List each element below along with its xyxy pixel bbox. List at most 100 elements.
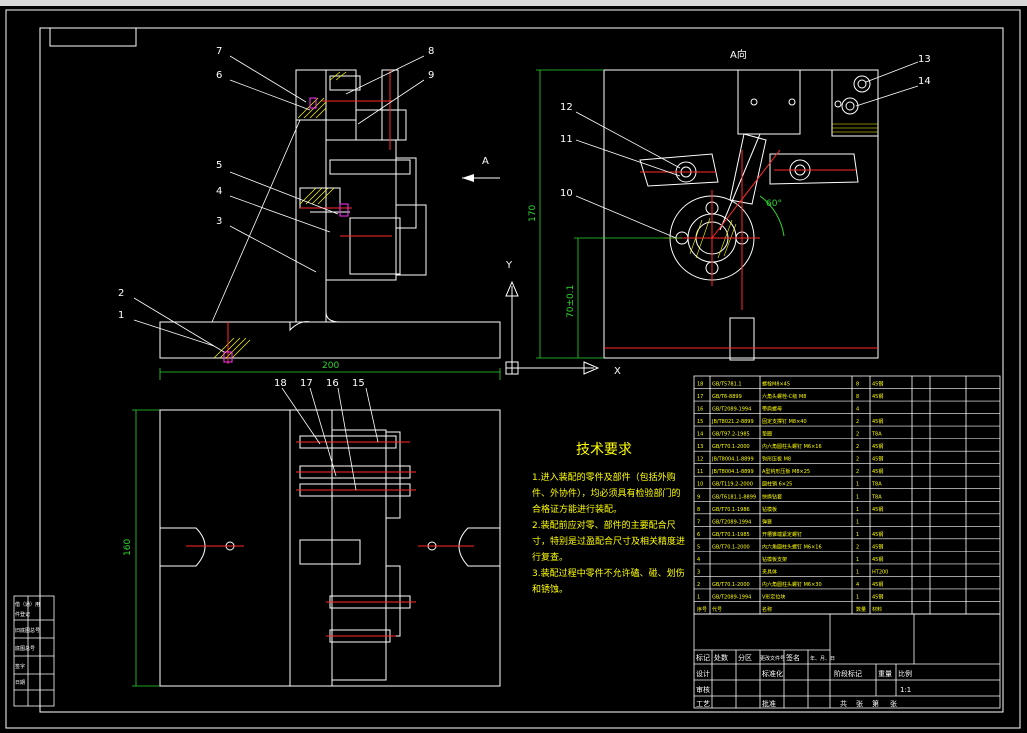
part-number-13: 13: [918, 54, 931, 65]
bom-cell-no: 2: [697, 582, 700, 588]
tb-label-count: 处数: [714, 653, 728, 662]
bom-cell-name: 弹簧: [762, 518, 772, 525]
bom-cell-qty: 数量: [856, 606, 866, 613]
tb-label-sign: 签名: [786, 653, 800, 662]
bom-cell-mat: T8A: [871, 482, 882, 488]
bom-cell-no: 12: [697, 457, 703, 463]
tb-process: 工艺: [696, 700, 710, 708]
bom-cell-name: A型钩形压板 M8×25: [762, 468, 810, 475]
view-a-centerlines: [604, 149, 878, 349]
bom-cell-qty: 4: [856, 407, 859, 413]
part-number-3: 3: [216, 216, 222, 227]
bom-cell-mat: 材料: [872, 606, 882, 613]
part-number-14: 14: [918, 76, 931, 87]
dim-70-text: 70±0.1: [566, 285, 576, 318]
top-view-centerlines: [186, 441, 474, 637]
bom-cell-no: 3: [697, 569, 700, 575]
bom-cell-mat: 45钢: [872, 443, 883, 450]
top-view: [159, 409, 501, 687]
bom-cell-name: 名称: [762, 606, 772, 613]
front-view: [159, 69, 501, 359]
bom-cell-no: 14: [697, 432, 703, 438]
part-number-6: 6: [216, 70, 222, 81]
bom-cell-code: 代号: [712, 606, 722, 613]
axis-label-y: Y: [505, 260, 513, 271]
bom-cell-code: GB/T2089-1994: [712, 594, 751, 600]
bom-cell-no: 10: [697, 482, 703, 488]
tb-label-zone: 分区: [738, 653, 752, 662]
bom-cell-code: GB/T2089-1994: [712, 519, 751, 525]
bom-cell-qty: 1: [856, 594, 859, 600]
bom-cell-no: 8: [697, 507, 700, 513]
bom-cell-code: GB/T70.1-2000: [712, 582, 750, 588]
bom-table: [693, 375, 1001, 615]
title-block-text: 标记 处数 分区 更改文件号 签名 年、月、日 设计 标准化 阶段标记 重量 比…: [696, 653, 912, 708]
front-view-leaders: [133, 55, 425, 353]
bom-cell-qty: 2: [856, 457, 859, 463]
tech-line: 件、外协件），均必须具有检验部门的: [532, 487, 681, 499]
tb-label-mark: 标记: [696, 653, 710, 662]
tech-line: 寸，特别是过盈配合尺寸及相关精度进: [532, 535, 685, 547]
bom-cell-code: GB/T119.2-2000: [712, 482, 753, 488]
front-view-centerlines: [227, 70, 392, 364]
top-view-leaders: [281, 387, 379, 491]
bom-cell-mat: 45钢: [872, 456, 883, 463]
tb-label-date: 年、月、日: [810, 655, 835, 662]
bom-cell-mat: T8A: [871, 432, 882, 438]
bom-cell-qty: 1: [856, 519, 859, 525]
bom-cell-qty: 2: [856, 432, 859, 438]
strip-label: 日期: [15, 680, 25, 686]
left-strip-text: 借（通）用 件登记 旧底图总号 底图总号 签字 日期: [15, 601, 40, 686]
part-number-1: 1: [118, 310, 124, 321]
part-number-11: 11: [560, 134, 573, 145]
dim-170: [536, 69, 604, 359]
bom-cell-no: 4: [697, 557, 700, 563]
outer-frame: [5, 9, 1021, 729]
bom-cell-no: 15: [697, 419, 703, 425]
bom-cell-name: 开槽锥端紧定螺钉: [762, 531, 802, 538]
bom-cell-name: 圆柱销 6×25: [762, 481, 792, 488]
bom-cell-no: 17: [697, 394, 703, 400]
drawing-number-box: [49, 27, 137, 47]
bom-cell-mat: 45钢: [872, 418, 883, 425]
bom-cell-qty: 1: [856, 569, 859, 575]
tech-line: 行复查。: [532, 551, 568, 563]
tech-line: 和锈蚀。: [532, 583, 568, 595]
bom-cell-qty: 4: [856, 582, 859, 588]
bom-cell-no: 18: [697, 382, 703, 388]
part-number-7: 7: [216, 46, 222, 57]
strip-label: 签字: [15, 663, 25, 670]
bom-cell-code: JB/T8004.1-8899: [711, 457, 754, 463]
tb-standard: 标准化: [762, 669, 783, 678]
view-a-hatching: [689, 123, 878, 259]
view-a-label: A向: [730, 48, 747, 61]
bom-cell-code: GB/T6181.1-8899: [712, 494, 756, 500]
bom-cell-mat: T8A: [871, 494, 882, 500]
part-number-16: 16: [326, 378, 339, 389]
bom-cell-no: 16: [697, 407, 703, 413]
bom-cell-mat: 45钢: [872, 381, 883, 388]
arrow-label-a: A: [482, 156, 489, 167]
part-number-10: 10: [560, 188, 573, 199]
bom-cell-qty: 1: [856, 557, 859, 563]
bom-cell-no: 6: [697, 532, 700, 538]
part-number-15: 15: [352, 378, 365, 389]
bom-cell-mat: HT200: [872, 569, 888, 575]
tech-line: 合格证方能进行装配。: [532, 503, 622, 515]
bom-cell-mat: 45钢: [872, 531, 883, 538]
bom-cell-no: 1: [697, 594, 700, 600]
part-number-4: 4: [216, 186, 222, 197]
dim-160-text: 160: [123, 539, 133, 556]
tb-approve: 批准: [762, 699, 776, 708]
bom-cell-name: 内六角圆柱头螺钉 M6×16: [762, 443, 822, 450]
bom-cell-name: 快换钻套: [762, 493, 782, 500]
dim-170-text: 170: [528, 205, 538, 222]
bom-cell-mat: 45钢: [872, 593, 883, 600]
bom-cell-qty: 2: [856, 469, 859, 475]
tb-ratio: 比例: [898, 669, 912, 678]
bom-cell-name: 垫圈: [762, 431, 772, 438]
tech-requirements-title: 技术要求: [576, 442, 632, 458]
title-block: [693, 613, 1001, 709]
bom-cell-mat: 45钢: [872, 506, 883, 513]
